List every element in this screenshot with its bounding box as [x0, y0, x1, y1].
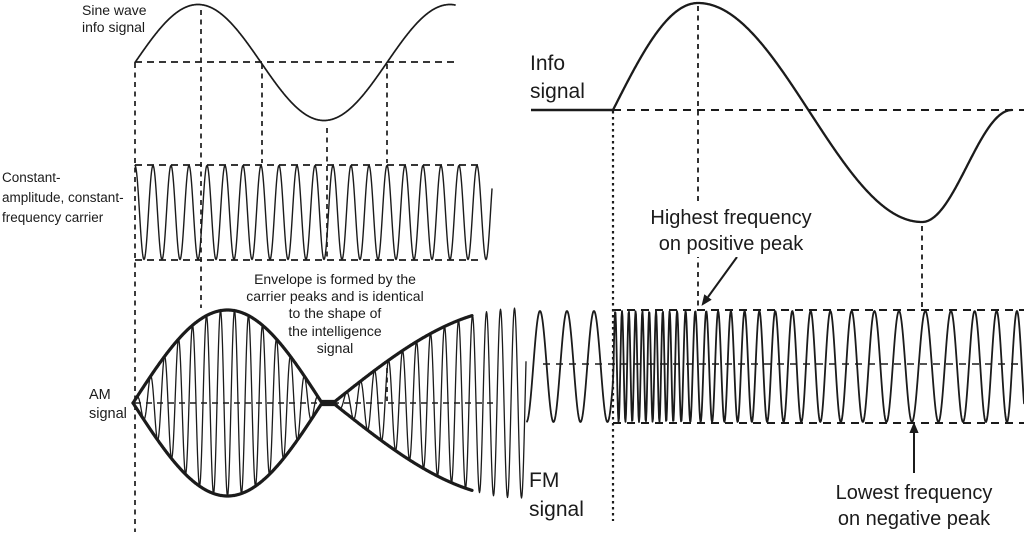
label-line: AM [89, 387, 111, 403]
label-line: Lowest frequency [835, 482, 993, 504]
label-line: signal [316, 339, 354, 356]
label-line: on positive peak [658, 233, 804, 255]
arrow-highest-frequency-head [701, 294, 712, 306]
carrier-wave [134, 164, 493, 261]
label-line: info signal [82, 18, 146, 35]
label-line: signal [529, 498, 584, 521]
label-line: frequency carrier [2, 210, 104, 225]
label-line: amplitude, constant- [2, 190, 124, 205]
highest-frequency-label: Highest frequency on positive peak [637, 205, 825, 257]
label-line: the intelligence [288, 322, 382, 339]
info-signal-label: Info signal [530, 50, 585, 106]
lowest-frequency-label: Lowest frequency on negative peak [820, 480, 1008, 532]
label-line: signal [89, 406, 127, 422]
fm-signal-wave [526, 310, 1024, 423]
arrow-lowest-frequency-head [909, 422, 919, 433]
label-line: FM [529, 469, 560, 492]
label-line: signal [530, 80, 585, 103]
envelope-note: Envelope is formed by the carrier peaks … [233, 271, 437, 357]
label-line: Sine wave [82, 2, 147, 18]
label-line: Info [530, 52, 566, 75]
constant-carrier-label: Constant- amplitude, constant- frequency… [2, 168, 124, 228]
label-line: to the shape of [288, 305, 382, 322]
label-line: Highest frequency [650, 207, 812, 229]
sine-wave-info-signal-label: Sine wave info signal [82, 2, 147, 35]
label-line: on negative peak [837, 508, 991, 530]
label-line: carrier peaks and is identical [246, 288, 424, 305]
info-sine-right [611, 1, 1014, 224]
label-line: Envelope is formed by the [254, 271, 416, 287]
info-sine-left [134, 3, 456, 122]
fm-signal-label: FM signal [529, 466, 584, 524]
am-signal-label: AM signal [89, 386, 127, 424]
label-line: Constant- [2, 170, 61, 185]
am-envelope-top [131, 308, 474, 405]
arrow-highest-frequency-shaft [707, 256, 738, 298]
am-envelope-bottom [131, 401, 474, 498]
